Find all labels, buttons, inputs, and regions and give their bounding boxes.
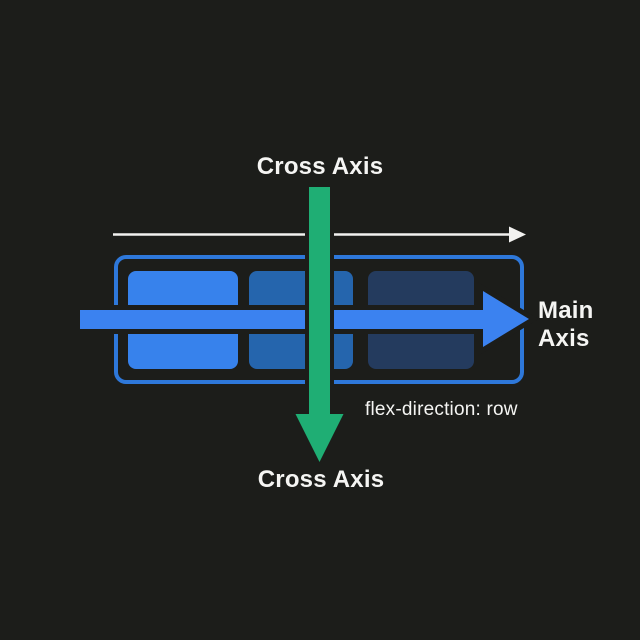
flex-item-3 <box>368 271 474 369</box>
flex-item-2 <box>249 271 353 369</box>
main-axis-label: Main Axis <box>538 297 593 353</box>
main-axis-label-line1: Main <box>538 297 594 324</box>
flex-container <box>114 255 524 384</box>
cross-axis-label-top: Cross Axis <box>256 153 384 180</box>
flex-direction-arrowhead-icon <box>509 226 526 243</box>
cross-axis-label-bottom: Cross Axis <box>257 466 385 493</box>
flex-direction-code-label: flex-direction: row <box>365 399 518 420</box>
flex-item-1 <box>128 271 238 369</box>
main-axis-label-line2: Axis <box>538 325 590 352</box>
